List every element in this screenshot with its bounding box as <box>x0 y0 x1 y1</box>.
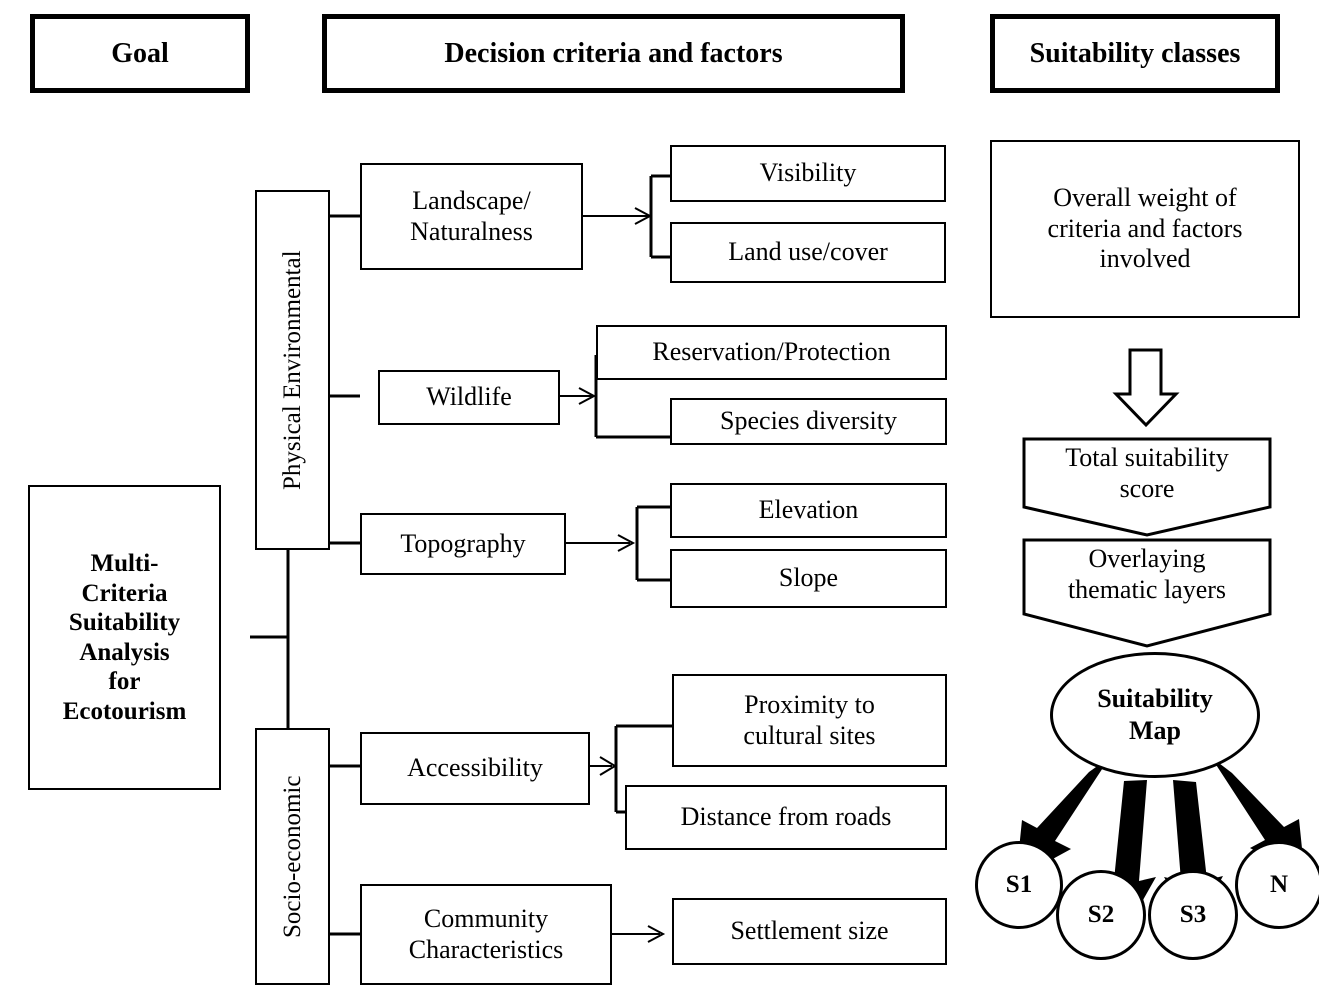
criteria-community-line-1: Community <box>423 903 549 933</box>
goal-line-3: Suitability <box>68 609 181 636</box>
criteria-topography: Topography <box>360 513 566 575</box>
criteria-community-line-2: Characteristics <box>408 934 564 964</box>
suitability-class-s1-label: S1 <box>1005 871 1033 898</box>
overlaying-text: Overlaying thematic layers <box>1068 538 1226 605</box>
suitability-map-line-1: Suitability <box>1097 683 1213 713</box>
header-suitability-classes: Suitability classes <box>990 14 1280 93</box>
factor-distance-from-roads-label: Distance from roads <box>680 802 892 832</box>
suitability-class-s2-label: S2 <box>1087 901 1115 928</box>
factor-proximity-cultural-sites: Proximity to cultural sites <box>672 674 947 767</box>
factor-slope-label: Slope <box>778 563 839 593</box>
overall-weight-line-2: criteria and factors <box>1047 213 1243 243</box>
criteria-accessibility: Accessibility <box>360 732 590 805</box>
dimension-socio-economic: Socio-economic <box>255 728 330 985</box>
factor-visibility-label: Visibility <box>759 158 857 188</box>
dimension-physical-label: Physical Environmental <box>278 250 306 490</box>
factor-visibility: Visibility <box>670 145 946 202</box>
suitability-class-n-label: N <box>1269 871 1289 898</box>
header-decision-criteria: Decision criteria and factors <box>322 14 905 93</box>
goal-line-1: Multi- <box>90 550 159 577</box>
goal-line-6: Ecotourism <box>62 697 187 725</box>
factor-settlement-size: Settlement size <box>672 898 947 965</box>
suitability-map-line-2: Map <box>1129 716 1181 745</box>
criteria-wildlife-label: Wildlife <box>426 382 512 412</box>
goal-line-2: Criteria <box>81 579 168 607</box>
dimension-socio-label: Socio-economic <box>278 775 306 938</box>
total-score-pentagon-outline <box>1022 437 1272 537</box>
factor-reservation-protection-label: Reservation/Protection <box>652 337 891 367</box>
factor-proximity-line-1: Proximity to <box>744 689 875 719</box>
overlaying-line-1: Overlaying <box>1088 544 1206 573</box>
criteria-wildlife: Wildlife <box>378 370 560 425</box>
total-score-text: Total suitability score <box>1065 437 1229 504</box>
header-goal: Goal <box>30 14 250 93</box>
topography-arrow-head <box>617 534 636 552</box>
suitability-class-s1: S1 <box>975 841 1063 929</box>
goal-line-4: Analysis <box>79 638 170 666</box>
factor-proximity-line-2: cultural sites <box>743 720 876 750</box>
criteria-landscape-line-1: Landscape/ <box>412 185 531 215</box>
criteria-topography-label: Topography <box>400 528 526 558</box>
overall-weight-line-3: involved <box>1099 244 1191 274</box>
goal-line-5: for <box>108 668 141 695</box>
factor-distance-from-roads: Distance from roads <box>625 785 947 850</box>
dimension-physical-environmental: Physical Environmental <box>255 190 330 550</box>
wildlife-arrow-head <box>578 387 597 405</box>
overlaying-line-2: thematic layers <box>1067 574 1227 604</box>
suitability-class-s3-label: S3 <box>1179 901 1207 928</box>
community-arrow-head <box>647 925 666 943</box>
total-score-line-1: Total suitability <box>1065 443 1229 472</box>
header-suitability-classes-label: Suitability classes <box>1029 37 1241 69</box>
criteria-landscape-naturalness: Landscape/ Naturalness <box>360 163 583 270</box>
factor-land-use-cover: Land use/cover <box>670 222 946 283</box>
suitability-class-s2: S2 <box>1056 870 1146 960</box>
total-suitability-score-shape: Total suitability score <box>1022 437 1272 537</box>
total-score-line-2: score <box>1119 473 1175 503</box>
overlaying-pentagon-outline <box>1022 538 1272 648</box>
hollow-block-arrow <box>1112 348 1180 428</box>
header-goal-label: Goal <box>111 37 169 69</box>
header-decision-criteria-label: Decision criteria and factors <box>444 37 783 69</box>
overlaying-thematic-layers-shape: Overlaying thematic layers <box>1022 538 1272 648</box>
accessibility-arrow-head <box>599 756 617 776</box>
factor-slope: Slope <box>670 549 947 608</box>
factor-elevation: Elevation <box>670 483 947 538</box>
criteria-landscape-line-2: Naturalness <box>410 216 533 246</box>
landscape-arrow-head <box>634 207 653 225</box>
goal-box: Multi- Criteria Suitability Analysis for… <box>28 485 221 790</box>
factor-elevation-label: Elevation <box>758 495 859 525</box>
suitability-map-ellipse: Suitability Map <box>1050 652 1260 778</box>
factor-reservation-protection: Reservation/Protection <box>596 325 947 380</box>
factor-species-diversity-label: Species diversity <box>720 406 897 436</box>
criteria-accessibility-label: Accessibility <box>407 753 543 783</box>
overall-weight-line-1: Overall weight of <box>1053 182 1237 212</box>
factor-settlement-size-label: Settlement size <box>730 916 889 946</box>
overall-weight-box: Overall weight of criteria and factors i… <box>990 140 1300 318</box>
criteria-community-characteristics: Community Characteristics <box>360 884 612 985</box>
suitability-class-s3: S3 <box>1148 870 1238 960</box>
factor-species-diversity: Species diversity <box>670 398 947 445</box>
suitability-class-n: N <box>1235 841 1319 929</box>
factor-land-use-cover-label: Land use/cover <box>728 237 888 267</box>
